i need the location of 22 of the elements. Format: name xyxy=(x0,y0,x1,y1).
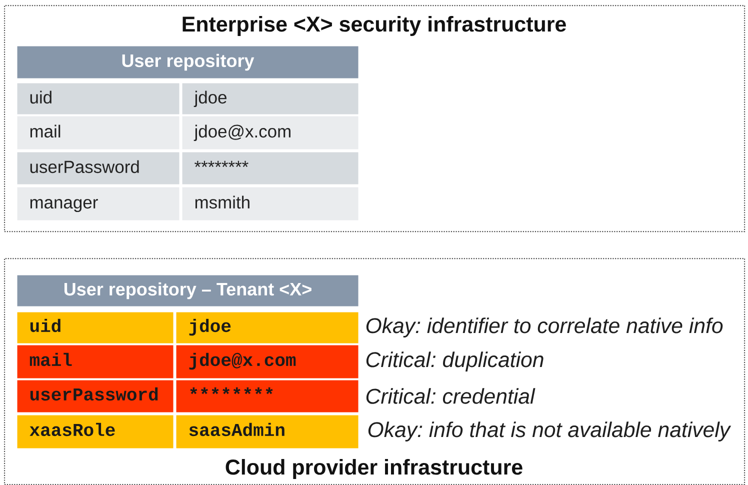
table-cell: jdoe xyxy=(176,312,358,344)
table-header: User repository – Tenant <X> xyxy=(17,275,358,306)
note-text: Okay: identifier to correlate native info xyxy=(366,318,723,338)
note-text: Critical: credential xyxy=(366,388,536,404)
table-cell: mail xyxy=(17,345,174,378)
table-cell: jdoe@x.com xyxy=(176,345,358,378)
table-cell: mail xyxy=(17,116,180,150)
table-cell: jdoe@x.com xyxy=(182,116,358,150)
table-cell: jdoe xyxy=(182,83,358,114)
table-cell: userPassword xyxy=(17,152,180,184)
note-text: Critical: duplication xyxy=(366,352,544,372)
table-cell: ******** xyxy=(182,152,358,184)
table-cell: saasAdmin xyxy=(176,415,358,448)
table-cell: ******** xyxy=(176,380,358,412)
table-cell: uid xyxy=(17,312,174,344)
note-text: Okay: info that is not available natively xyxy=(368,422,732,442)
table-cell: msmith xyxy=(182,187,358,220)
table-cell: uid xyxy=(17,83,180,114)
table-cell: xaasRole xyxy=(17,415,174,448)
table-header: User repository xyxy=(17,46,358,78)
table-cell: manager xyxy=(17,187,180,220)
table-cell: userPassword xyxy=(17,380,174,412)
